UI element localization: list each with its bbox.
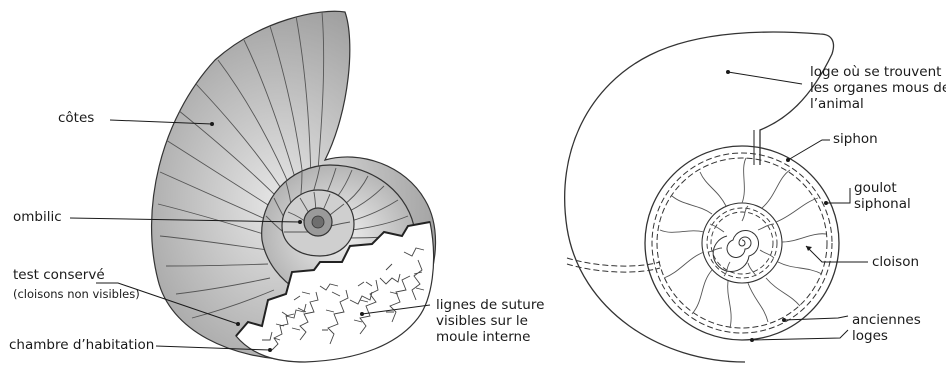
phragmocone-outer xyxy=(645,146,839,340)
living-chamber-outline xyxy=(565,32,834,362)
label-cloisons-non-visibles: (cloisons non visibles) xyxy=(13,287,140,301)
right-ammonite-section xyxy=(565,32,839,362)
label-ombilic: ombilic xyxy=(13,209,62,225)
label-anciennes-loges: anciennes loges xyxy=(852,312,921,344)
label-test-conserve: test conservé xyxy=(13,267,105,283)
label-siphon: siphon xyxy=(833,131,878,147)
label-chambre-habitation: chambre d’habitation xyxy=(9,337,154,353)
label-goulot-siphonal: goulot siphonal xyxy=(854,180,911,212)
label-loge: loge où se trouvent les organes mous de … xyxy=(810,64,946,112)
label-lignes-de-suture: lignes de suture visibles sur le moule i… xyxy=(436,297,544,345)
label-cotes: côtes xyxy=(58,110,94,126)
septa xyxy=(660,158,826,328)
label-cloison: cloison xyxy=(872,254,919,270)
